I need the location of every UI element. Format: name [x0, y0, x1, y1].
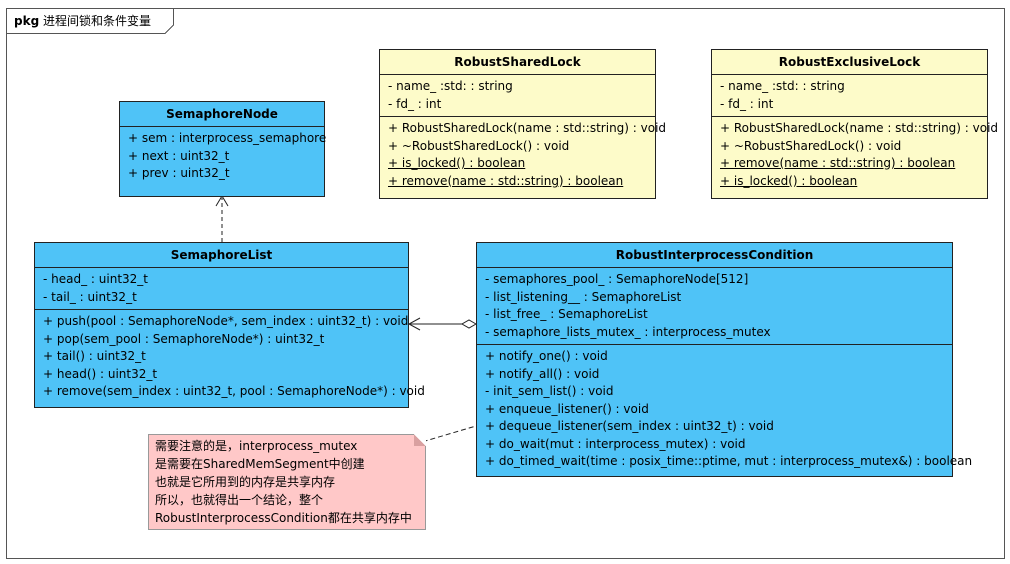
class-semaphore-node[interactable]: SemaphoreNode + sem : interprocess_semap… — [119, 101, 327, 197]
operations-section: + RobustSharedLock(name : std::string) :… — [380, 116, 667, 193]
note-line: 也就是它所用到的内存是共享内存 — [155, 475, 336, 489]
attribute: + prev : uint32_t — [128, 166, 230, 180]
package-title: 进程间锁和条件变量 — [43, 14, 152, 28]
attributes-section: - name_ :std: : string - fd_ : int — [712, 75, 987, 116]
operation: + enqueue_listener() : void — [485, 401, 649, 416]
static-operation: + is_locked() : boolean — [388, 156, 526, 170]
attribute: + next : uint32_t — [128, 148, 230, 163]
operation: + dequeue_listener(sem_index : uint32_t)… — [485, 419, 774, 433]
operation: + remove(sem_index : uint32_t, pool : Se… — [43, 384, 425, 398]
note-line: 是需要在SharedMemSegment中创建 — [155, 457, 365, 471]
class-name: SemaphoreList — [35, 243, 408, 268]
aggregation-diamond — [460, 319, 478, 329]
attributes-section: - semaphores_pool_ : SemaphoreNode[512] … — [477, 268, 952, 344]
class-name: RobustSharedLock — [380, 50, 655, 75]
aggregation-arrowhead — [407, 317, 421, 331]
attribute: - semaphore_lists_mutex_ : interprocess_… — [485, 324, 771, 339]
operations-section: + notify_one() : void + notify_all() : v… — [477, 344, 973, 474]
attribute: - name_ :std: : string — [720, 79, 845, 93]
operation: + RobustSharedLock(name : std::string) :… — [388, 121, 667, 135]
operation: + notify_one() : void — [485, 349, 608, 363]
class-name: SemaphoreNode — [120, 102, 324, 127]
note-line: RobustInterprocessCondition都在共享内存中 — [155, 511, 412, 525]
note[interactable]: 需要注意的是，interprocess_mutex 是需要在SharedMemS… — [148, 434, 426, 530]
operations-section: + push(pool : SemaphoreNode*, sem_index … — [35, 309, 425, 404]
attribute: - head_ : uint32_t — [43, 272, 148, 286]
package-tab-corner — [164, 24, 175, 34]
note-line: 所以，也就得出一个结论，整个 — [155, 493, 324, 507]
class-robust-exclusive-lock[interactable]: RobustExclusiveLock - name_ :std: : stri… — [711, 49, 999, 199]
class-name: RobustExclusiveLock — [712, 50, 987, 75]
attribute: - list_listening__ : SemaphoreList — [485, 289, 682, 304]
attribute: - fd_ : int — [388, 96, 442, 111]
operation: + RobustSharedLock(name : std::string) :… — [720, 121, 999, 135]
operation: + ~RobustSharedLock() : void — [388, 138, 570, 153]
class-robust-shared-lock[interactable]: RobustSharedLock - name_ :std: : string … — [379, 49, 667, 199]
attribute: - name_ :std: : string — [388, 79, 513, 93]
attributes-section: + sem : interprocess_semaphore + next : … — [120, 127, 327, 186]
static-operation: + remove(name : std::string) : boolean — [720, 156, 956, 170]
attribute: - list_free_ : SemaphoreList — [485, 307, 648, 321]
package-frame — [6, 8, 1005, 559]
class-name: RobustInterprocessCondition — [477, 243, 952, 268]
operation: + do_wait(mut : interprocess_mutex) : vo… — [485, 436, 746, 451]
class-robust-interprocess-condition[interactable]: RobustInterprocessCondition - semaphores… — [476, 242, 973, 477]
attribute: - tail_ : uint32_t — [43, 289, 137, 304]
operation: + do_timed_wait(time : posix_time::ptime… — [485, 454, 973, 468]
operation: + ~RobustSharedLock() : void — [720, 138, 902, 153]
operation: + tail() : uint32_t — [43, 349, 146, 363]
class-semaphore-list[interactable]: SemaphoreList - head_ : uint32_t - tail_… — [34, 242, 425, 408]
attribute: + sem : interprocess_semaphore — [128, 131, 327, 145]
attribute: - semaphores_pool_ : SemaphoreNode[512] — [485, 272, 749, 286]
static-operation: + remove(name : std::string) : boolean — [388, 173, 624, 188]
operations-section: + RobustSharedLock(name : std::string) :… — [712, 116, 999, 193]
note-fold-corner — [414, 434, 426, 446]
attribute: - fd_ : int — [720, 96, 774, 111]
operation: + push(pool : SemaphoreNode*, sem_index … — [43, 314, 409, 328]
operation: - init_sem_list() : void — [485, 384, 614, 398]
operation: + head() : uint32_t — [43, 366, 158, 381]
operation: + notify_all() : void — [485, 366, 600, 381]
package-tab: pkg 进程间锁和条件变量 — [6, 8, 175, 34]
operation: + pop(sem_pool : SemaphoreNode*) : uint3… — [43, 331, 325, 346]
attributes-section: - name_ :std: : string - fd_ : int — [380, 75, 655, 116]
attributes-section: - head_ : uint32_t - tail_ : uint32_t — [35, 268, 408, 309]
note-line: 需要注意的是，interprocess_mutex — [155, 439, 358, 453]
static-operation: + is_locked() : boolean — [720, 173, 858, 188]
package-keyword: pkg — [14, 14, 40, 28]
